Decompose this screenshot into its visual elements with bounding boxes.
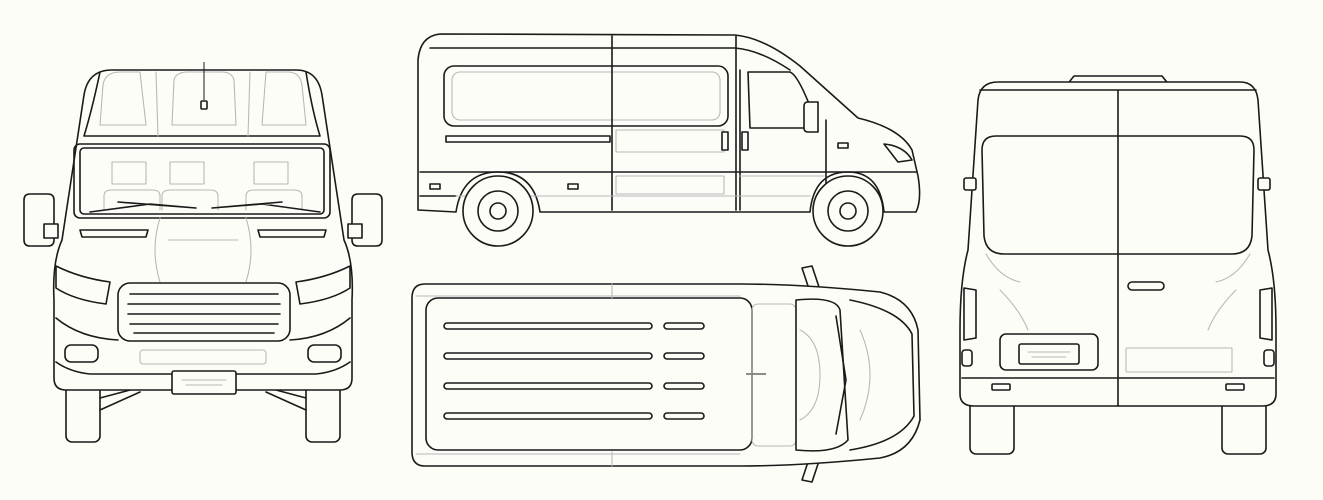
roof-ribs-item <box>663 322 705 330</box>
front-axle <box>99 389 307 411</box>
grille-slats <box>127 293 281 334</box>
lower-intake <box>139 349 267 365</box>
roof-ribs-item <box>443 412 653 420</box>
roof-ribs <box>443 322 705 420</box>
rear-door-handle <box>1127 281 1165 291</box>
rear-rim <box>477 190 519 232</box>
right-fog-lamp <box>307 344 342 363</box>
rear-tire <box>462 175 534 247</box>
side-trim <box>419 135 917 197</box>
roof-ribs-item <box>663 352 705 360</box>
top-wipers <box>835 315 847 435</box>
front-right-mirror-arm <box>347 223 363 239</box>
rear-right-taillight <box>1259 287 1273 341</box>
front-hub <box>839 202 857 220</box>
front-tire <box>812 175 884 247</box>
side-view <box>417 33 921 247</box>
front-license-plate <box>171 370 237 395</box>
rear-left-taillight <box>963 287 977 341</box>
rear-door-panels <box>985 253 1251 373</box>
cargo-window <box>443 65 729 127</box>
top-view <box>411 265 921 483</box>
rear-right-reflector <box>1225 383 1245 391</box>
side-mirror <box>803 101 819 133</box>
antenna-base <box>200 100 208 110</box>
side-roof-line <box>429 47 791 71</box>
front-indicators <box>79 229 327 238</box>
rear-right-hinge <box>1257 177 1271 191</box>
rear-left-hinge <box>963 177 977 191</box>
left-headlight <box>55 265 111 305</box>
left-fog-lamp <box>64 344 99 363</box>
right-headlight <box>295 265 351 305</box>
top-hood <box>849 299 915 451</box>
rear-left-side-lamp <box>961 349 973 367</box>
front-roof-panels <box>99 71 307 137</box>
front-left-mirror-arm <box>43 223 59 239</box>
front-view <box>23 62 383 443</box>
top-windshield <box>795 298 849 452</box>
roof-ribs-item <box>663 412 705 420</box>
side-marker-mid <box>567 183 579 190</box>
roof-ribs-item <box>443 352 653 360</box>
rear-license-plate <box>1018 343 1080 365</box>
front-plate-marks <box>181 379 227 386</box>
roof-edges <box>415 283 741 467</box>
rear-plate-marks <box>1027 351 1071 358</box>
seats <box>103 161 303 211</box>
side-marker-front <box>837 142 849 149</box>
side-panels <box>455 129 825 197</box>
roof-ribs-item <box>443 382 653 390</box>
rear-window <box>981 135 1255 255</box>
rear-plate-recess <box>999 333 1099 371</box>
rear-view <box>959 75 1277 455</box>
wipers <box>89 201 321 213</box>
side-body-outline <box>417 33 921 213</box>
side-marker-rear <box>429 183 441 190</box>
headlight-side <box>883 143 913 163</box>
front-rim <box>827 190 869 232</box>
windshield <box>73 143 331 219</box>
top-hood-lines <box>799 329 871 421</box>
windshield-glass <box>79 147 325 215</box>
hood-lines <box>154 217 252 283</box>
rear-left-reflector <box>991 383 1011 391</box>
rear-hub <box>489 202 507 220</box>
door-handle-right <box>741 131 749 151</box>
grille <box>117 282 291 342</box>
roof-ribs-item <box>443 322 653 330</box>
roof-ribs-item <box>663 382 705 390</box>
door-handle-left <box>721 131 729 151</box>
rear-right-side-lamp <box>1263 349 1275 367</box>
cargo-window-inner <box>451 71 721 121</box>
door-lines <box>611 35 827 211</box>
front-roof-line <box>83 71 321 137</box>
